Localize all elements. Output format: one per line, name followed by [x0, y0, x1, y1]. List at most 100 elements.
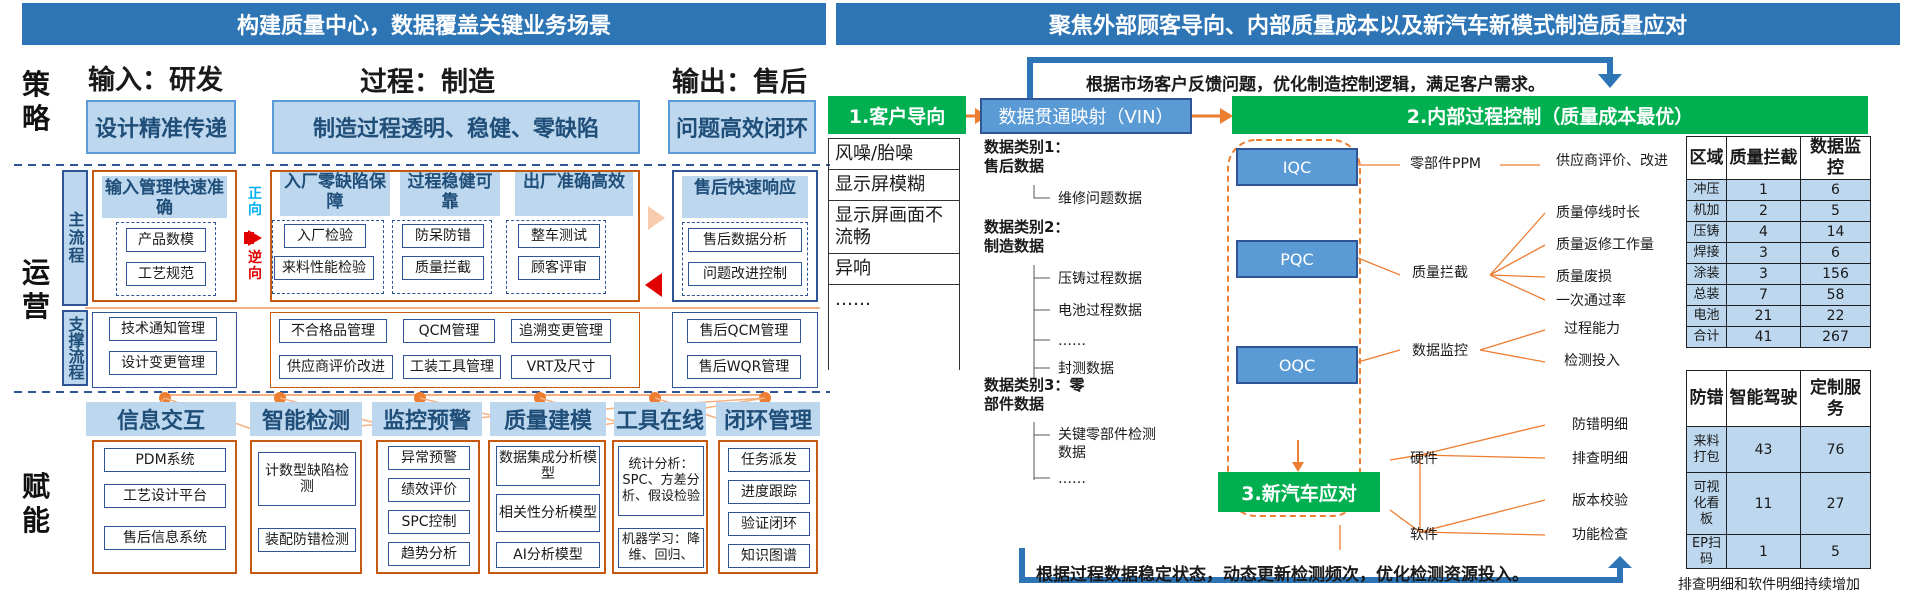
- tag-progress: 进度跟踪: [728, 480, 810, 504]
- t2-head-custom: 定制服务: [1800, 370, 1871, 427]
- software-sub-1: 功能检查: [1572, 527, 1628, 543]
- t1-head-monitor: 数据监控: [1800, 136, 1871, 180]
- issue-abnormal-noise: 异响: [829, 254, 959, 285]
- table2-cell: 可视化看板: [1686, 472, 1727, 535]
- table1-cell: 涂装: [1686, 263, 1727, 285]
- intercept-sub-1: 质量返修工作量: [1556, 237, 1654, 253]
- table1-cell: 1: [1726, 179, 1801, 201]
- iqc-box: IQC: [1236, 148, 1358, 186]
- cat3-item-0: 关键零部件检测数据: [1058, 427, 1156, 461]
- footnote: 排查明细和软件明细持续增加: [1678, 577, 1860, 593]
- tool-panel: 统计分析：SPC、方差分析、假设检验 机器学习：降维、回归、: [612, 440, 708, 574]
- issue-display-blur: 显示屏模糊: [829, 170, 959, 201]
- issues-list: 风噪/胎噪 显示屏模糊 显示屏画面不流畅 异响 ……: [828, 138, 960, 370]
- issue-wind-noise: 风噪/胎噪: [829, 139, 959, 170]
- tag-verify-loop: 验证闭环: [728, 512, 810, 536]
- table1-cell: 21: [1726, 305, 1801, 327]
- hardware-sub-1: 排查明细: [1572, 451, 1628, 467]
- cap-info-exchange: 信息交互: [86, 402, 236, 436]
- monitor-label: 数据监控: [1412, 343, 1468, 359]
- table2-cell: 1: [1726, 534, 1801, 569]
- internal-control-box: 2.内部过程控制（质量成本最优）: [1232, 96, 1868, 134]
- smart-detect-panel: 计数型缺陷检测 装配防错检测: [250, 440, 362, 574]
- tag-process-platform: 工艺设计平台: [104, 484, 226, 508]
- tag-statistics: 统计分析：SPC、方差分析、假设检验: [618, 446, 704, 516]
- process-head: 过程稳健可靠: [400, 172, 500, 216]
- cat3-title: 数据类别3：零部件数据: [984, 376, 1085, 413]
- heading-output: 输出：售后: [672, 67, 807, 98]
- table2-cell: 76: [1800, 426, 1871, 473]
- tag-vehicle-test: 整车测试: [518, 224, 600, 248]
- loop-panel: 任务派发 进度跟踪 验证闭环 知识图谱: [718, 440, 818, 574]
- ppm-label: 零部件PPM: [1410, 156, 1481, 172]
- tag-vrt: VRT及尺寸: [511, 355, 611, 379]
- left-title-banner: 构建质量中心，数据覆盖关键业务场景: [22, 3, 826, 45]
- tag-trend: 趋势分析: [388, 542, 470, 566]
- table2-cell: EP扫码: [1686, 534, 1727, 569]
- after-head: 售后快速响应: [682, 176, 808, 218]
- cap-quality-model: 质量建模: [490, 402, 606, 436]
- reverse-label: 逆向: [248, 250, 262, 282]
- tag-spc: SPC控制: [388, 510, 470, 534]
- tag-nonconforming: 不合格品管理: [279, 319, 387, 343]
- row-label-strategy: 策略: [21, 68, 50, 135]
- table1-cell: 7: [1726, 284, 1801, 306]
- tag-aftersales-wqr: 售后WQR管理: [687, 355, 801, 379]
- pqc-box: PQC: [1236, 240, 1358, 278]
- cat2-item-1: 电池过程数据: [1058, 303, 1142, 319]
- issue-more: ……: [835, 289, 871, 310]
- table1-cell: 58: [1800, 284, 1871, 306]
- strategy-process-box: 制造过程透明、稳健、零缺陷: [272, 100, 640, 154]
- intercept-sub-3: 一次通过率: [1556, 293, 1626, 309]
- model-panel: 数据集成分析模型 相关性分析模型 AI分析模型: [488, 440, 606, 574]
- table2-cell: 5: [1800, 534, 1871, 569]
- table1-cell: 6: [1800, 179, 1871, 201]
- cat1-title: 数据类别1：售后数据: [984, 138, 1070, 175]
- table1-cell: 机加: [1686, 200, 1727, 222]
- tag-aftersales-analysis: 售后数据分析: [688, 228, 802, 252]
- tag-aftersales-system: 售后信息系统: [104, 526, 226, 550]
- tag-trace-change: 追溯变更管理: [511, 319, 611, 343]
- table1-cell: 冲压: [1686, 179, 1727, 201]
- tag-anomaly-alert: 异常预警: [388, 446, 470, 470]
- table2-cell: 43: [1726, 426, 1801, 473]
- table2-cell: 11: [1726, 472, 1801, 535]
- table1-cell: 3: [1726, 242, 1801, 264]
- table1-cell: 2: [1726, 200, 1801, 222]
- support-after-panel: 售后QCM管理 售后WQR管理: [672, 312, 818, 388]
- tag-tooling: 工装工具管理: [403, 355, 501, 379]
- tag-data-integration: 数据集成分析模型: [496, 446, 600, 486]
- info-exchange-panel: PDM系统 工艺设计平台 售后信息系统: [92, 440, 237, 574]
- cat2-item-3: 封测数据: [1058, 361, 1114, 377]
- monitor-panel: 异常预警 绩效评价 SPC控制 趋势分析: [376, 440, 480, 574]
- t2-head-smart-drive: 智能驾驶: [1726, 370, 1801, 427]
- tag-customer-review: 顾客评审: [518, 256, 600, 280]
- support-mfg-panel: 不合格品管理 供应商评价改进 QCM管理 追溯变更管理 工装工具管理 VRT及尺…: [270, 312, 640, 388]
- cat2-item-2: ……: [1058, 333, 1086, 349]
- monitor-sub-0: 过程能力: [1564, 321, 1620, 337]
- hardware-label: 硬件: [1410, 451, 1438, 467]
- tag-assembly-errorproof: 装配防错检测: [258, 528, 356, 552]
- heading-process: 过程：制造: [360, 67, 495, 98]
- tag-qcm: QCM管理: [403, 319, 495, 343]
- table1-cell: 41: [1726, 326, 1801, 348]
- t2-head-errorproof: 防错: [1686, 370, 1727, 427]
- right-title: 聚焦外部顾客导向、内部质量成本以及新汽车新模式制造质量应对: [1048, 14, 1687, 39]
- input-mgmt-panel: 输入管理快速准确 产品数模 工艺规范: [92, 170, 237, 302]
- table1-cell: 5: [1800, 200, 1871, 222]
- cap-tool-online: 工具在线: [614, 402, 706, 436]
- heading-input: 输入：研发: [88, 65, 223, 96]
- table1-cell: 电池: [1686, 305, 1727, 327]
- cap-smart-detect: 智能检测: [250, 402, 362, 436]
- table2-cell: 来料打包: [1686, 426, 1727, 473]
- tag-pdm: PDM系统: [104, 448, 226, 472]
- tag-product-model: 产品数模: [126, 228, 206, 252]
- tag-design-change: 设计变更管理: [109, 351, 217, 375]
